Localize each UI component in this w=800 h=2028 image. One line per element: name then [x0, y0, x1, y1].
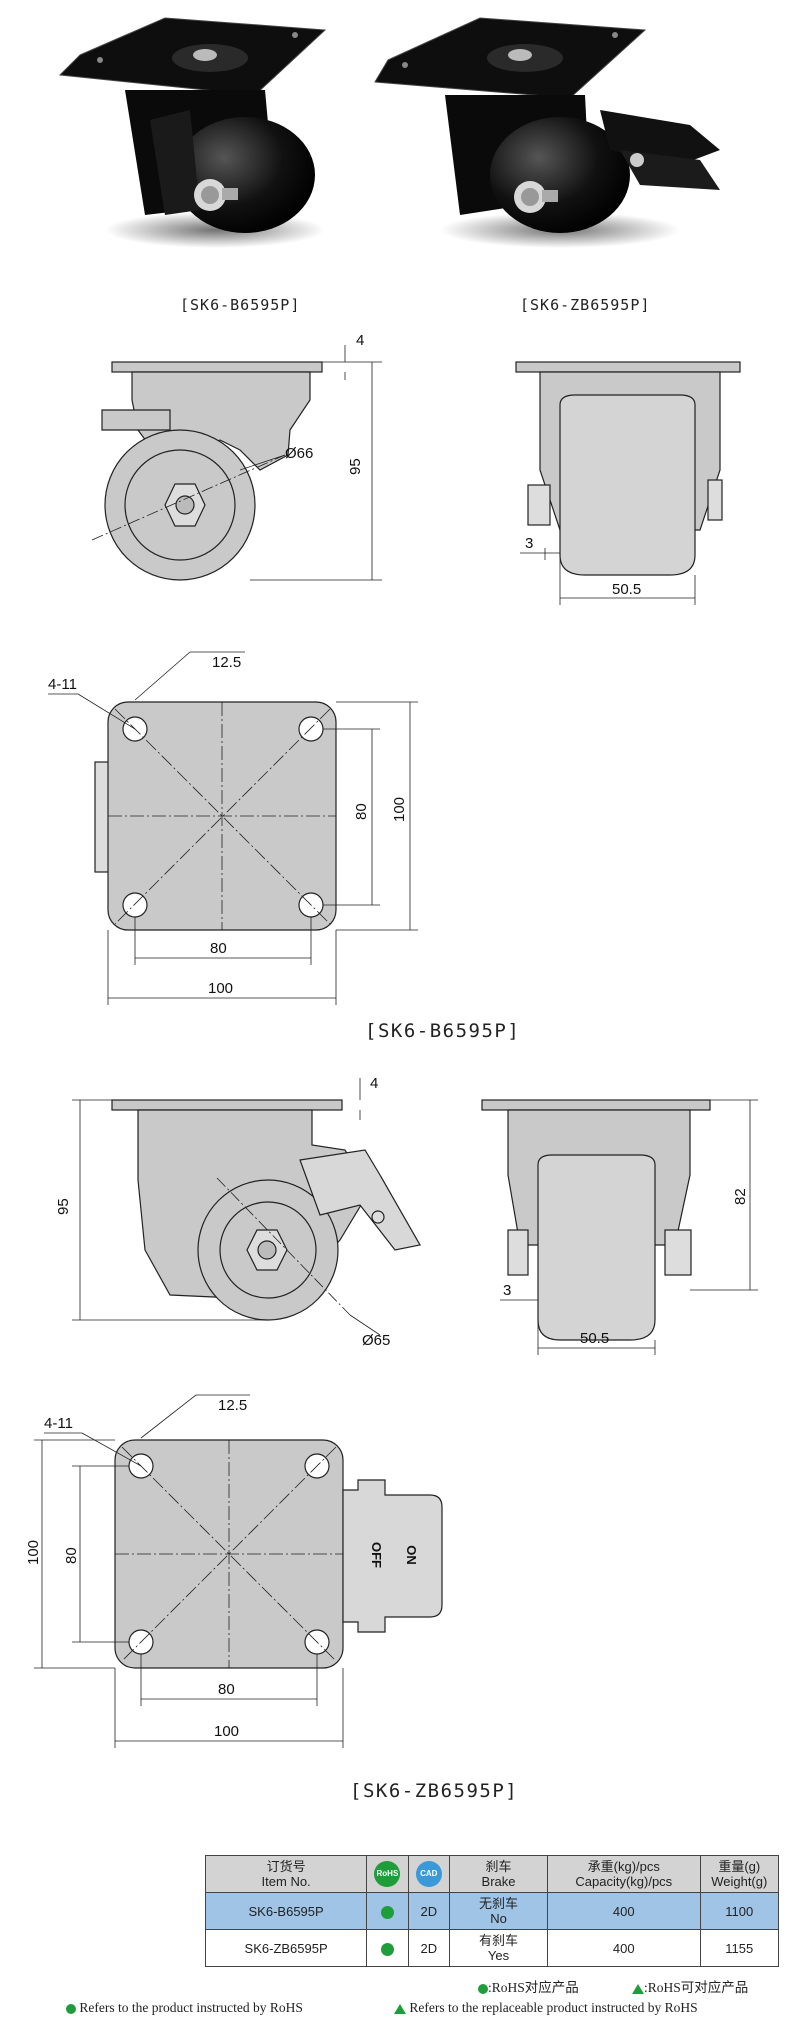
d2-plan-inner: 80	[218, 1681, 235, 1698]
drawing2-caption: [SK6-ZB6595P]	[350, 1780, 519, 1802]
d1-wheel-dia: Ø66	[285, 445, 313, 462]
d2-front-height: 82	[732, 1188, 749, 1205]
th-weight: 重量(g)Weight(g)	[699, 1855, 780, 1893]
rohs-badge-icon: RoHS	[374, 1861, 401, 1887]
d1-offset: 3	[525, 535, 533, 552]
rohs-dot-icon	[380, 1942, 394, 1956]
rohs-dot-icon	[380, 1905, 394, 1919]
photo-caption-2: [SK6-ZB6595P]	[520, 296, 651, 314]
d1-holes: 4-11	[48, 676, 77, 693]
rohs-triangle-icon	[394, 2003, 406, 2014]
brake-on-label: ON	[404, 1545, 419, 1565]
caster-photo-b6595p	[58, 17, 327, 248]
cell-cad: 2D	[407, 1929, 451, 1967]
d1-slot: 12.5	[212, 654, 241, 671]
brake-off-label: OFF	[369, 1542, 384, 1568]
rohs-dot-icon	[66, 2003, 76, 2014]
photo-caption-1: [SK6-B6595P]	[180, 296, 301, 314]
d1-plate-thickness: 4	[356, 332, 364, 349]
brake-lever-plan	[342, 1479, 443, 1633]
d2-holes: 4-11	[44, 1415, 73, 1432]
caster-photo-zb6595p	[374, 17, 720, 248]
d2-offset: 3	[503, 1282, 511, 1299]
d2-slot: 12.5	[218, 1397, 247, 1414]
d2-wheel-dia: Ø65	[362, 1332, 390, 1349]
rohs-triangle-icon	[632, 1983, 644, 1994]
legend-rohs-replace-en: Refers to the replaceable product instru…	[394, 2000, 698, 2016]
cell-item: SK6-ZB6595P	[204, 1929, 368, 1967]
d2-plan-outer: 100	[214, 1723, 239, 1740]
d1-plan-outer-v: 100	[391, 797, 408, 822]
cell-item: SK6-B6595P	[204, 1892, 368, 1930]
drawing-zb6595p: 4 95 Ø65 3 50.5 82	[25, 1075, 758, 1748]
legend-rohs-replace-cn: :RoHS可对应产品	[632, 1976, 748, 1996]
product-photos	[58, 17, 720, 248]
d2-plan-inner-v: 80	[63, 1547, 80, 1564]
th-rohs: RoHS	[366, 1855, 409, 1893]
drawing1-caption: [SK6-B6595P]	[365, 1020, 521, 1042]
cell-weight: 1155	[699, 1929, 780, 1967]
d1-front-width: 50.5	[612, 581, 641, 598]
d2-plan-outer-v: 100	[25, 1540, 42, 1565]
d1-height: 95	[347, 458, 364, 475]
side2-brake-pedal	[299, 1149, 421, 1251]
cell-capacity: 400	[547, 1929, 701, 1967]
d2-plate-thickness: 4	[370, 1075, 378, 1092]
cell-cad: 2D	[407, 1892, 451, 1930]
drawing-b6595p: 4 95 Ø66 3 50.5	[48, 332, 741, 1005]
cad-badge-icon: CAD	[415, 1861, 442, 1887]
cell-capacity: 400	[547, 1892, 701, 1930]
d2-height: 95	[55, 1198, 72, 1215]
rohs-dot-icon	[478, 1983, 488, 1994]
d1-plan-inner-v: 80	[353, 803, 370, 820]
d1-plan-inner: 80	[210, 940, 227, 957]
d2-front-width: 50.5	[580, 1330, 609, 1347]
front2-wheel	[537, 1154, 656, 1341]
d1-plan-outer: 100	[208, 980, 233, 997]
cell-weight: 1100	[699, 1892, 780, 1930]
legend-rohs-en: Refers to the product instructed by RoHS	[66, 2000, 303, 2016]
front-wheel	[559, 394, 696, 576]
th-cad: CAD	[407, 1855, 451, 1893]
legend-rohs-cn: :RoHS对应产品	[478, 1976, 579, 1996]
